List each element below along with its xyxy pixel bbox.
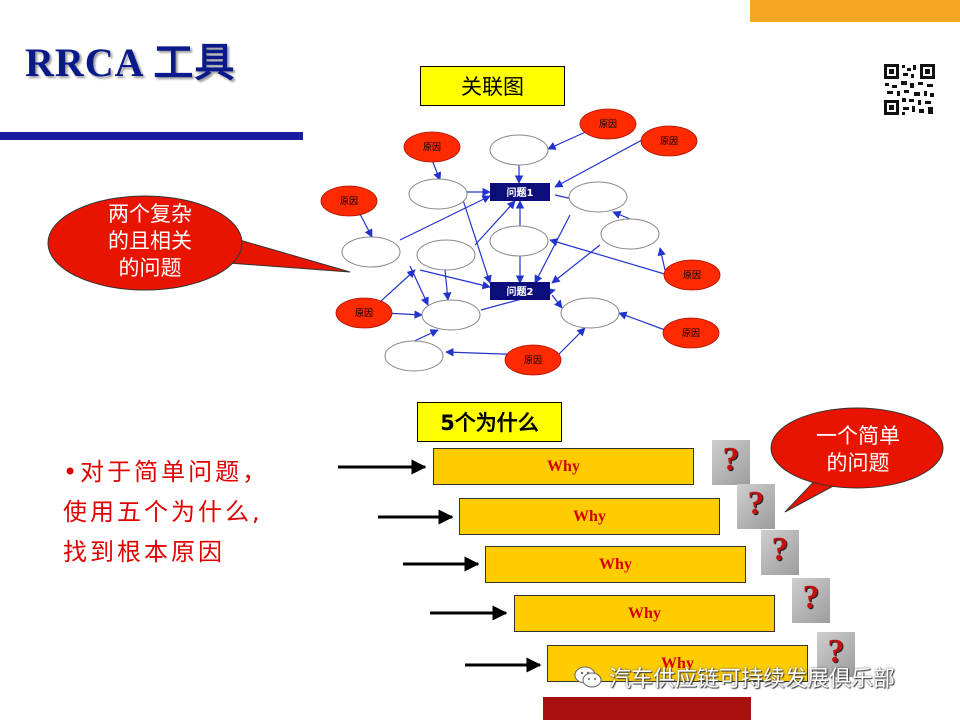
cause-label: 原因	[524, 355, 542, 366]
association-diagram-label: 关联图	[420, 66, 565, 106]
left-callout-line: 两个复杂	[108, 202, 192, 226]
left-callout-text: 两个复杂 的且相关 的问题	[60, 201, 240, 282]
cause-label: 原因	[682, 328, 700, 339]
question-mark-icon: ?	[737, 484, 775, 529]
why-arrows	[338, 459, 542, 673]
qr-code-icon	[883, 63, 936, 116]
question-mark-icon: ?	[712, 440, 750, 485]
right-callout-bubble	[770, 407, 944, 513]
why-row-1: Why	[433, 448, 694, 485]
right-callout-text: 一个简单 的问题	[778, 423, 938, 477]
bullet-text: •对于简单问题，使用五个为什么,找到根本原因	[63, 452, 278, 572]
wechat-icon	[574, 666, 602, 688]
diagram-cause-labels: 原因 原因 原因 原因 原因 原因 原因 原因	[340, 119, 701, 366]
right-callout-line: 一个简单	[816, 424, 900, 448]
five-whys-label: 5个为什么	[417, 402, 562, 442]
bullet-body: 对于简单问题，使用五个为什么,找到根本原因	[63, 458, 270, 566]
diagram-cause-nodes	[320, 108, 721, 376]
problem-1-label: 问题1	[507, 186, 534, 199]
diagram-problem-nodes: 问题1 问题2	[490, 183, 550, 300]
left-callout-bubble	[47, 195, 351, 291]
node-empty	[416, 239, 476, 271]
question-mark-icon: ?	[817, 632, 855, 677]
question-mark-icon: ?	[792, 578, 830, 623]
why-row-3: Why	[485, 546, 746, 583]
watermark-text: 汽车供应链可持续发展俱乐部	[609, 667, 896, 692]
watermark: 汽车供应链可持续发展俱乐部	[573, 661, 895, 693]
page-title: RRCA 工具	[25, 40, 236, 85]
left-callout-line: 的且相关	[108, 229, 192, 253]
node-empty	[600, 218, 660, 250]
diagram-empty-nodes	[341, 134, 660, 372]
problem-1-box	[490, 183, 550, 201]
title-underline	[0, 132, 303, 140]
bullet-marker: •	[63, 458, 81, 486]
left-callout-line: 的问题	[118, 256, 182, 280]
problem-2-label: 问题2	[507, 285, 534, 298]
node-empty	[489, 225, 549, 257]
cause-label: 原因	[683, 270, 701, 281]
cause-label: 原因	[599, 119, 617, 130]
cause-label: 原因	[660, 136, 678, 147]
node-empty	[489, 134, 549, 166]
problem-2-box	[490, 282, 550, 300]
cause-label: 原因	[423, 142, 441, 153]
cause-label: 原因	[340, 196, 358, 207]
cause-label: 原因	[355, 308, 373, 319]
node-empty	[421, 299, 481, 331]
node-empty	[568, 181, 628, 213]
bottom-accent-bar	[543, 697, 751, 720]
node-empty	[341, 236, 401, 268]
corner-accent-bar	[750, 0, 960, 22]
node-empty	[384, 340, 444, 372]
node-empty	[408, 178, 468, 210]
node-empty	[560, 297, 620, 329]
why-row-4: Why	[514, 595, 775, 632]
right-callout-line: 的问题	[826, 451, 890, 475]
why-row-2: Why	[459, 498, 720, 535]
question-mark-icon: ?	[761, 530, 799, 575]
